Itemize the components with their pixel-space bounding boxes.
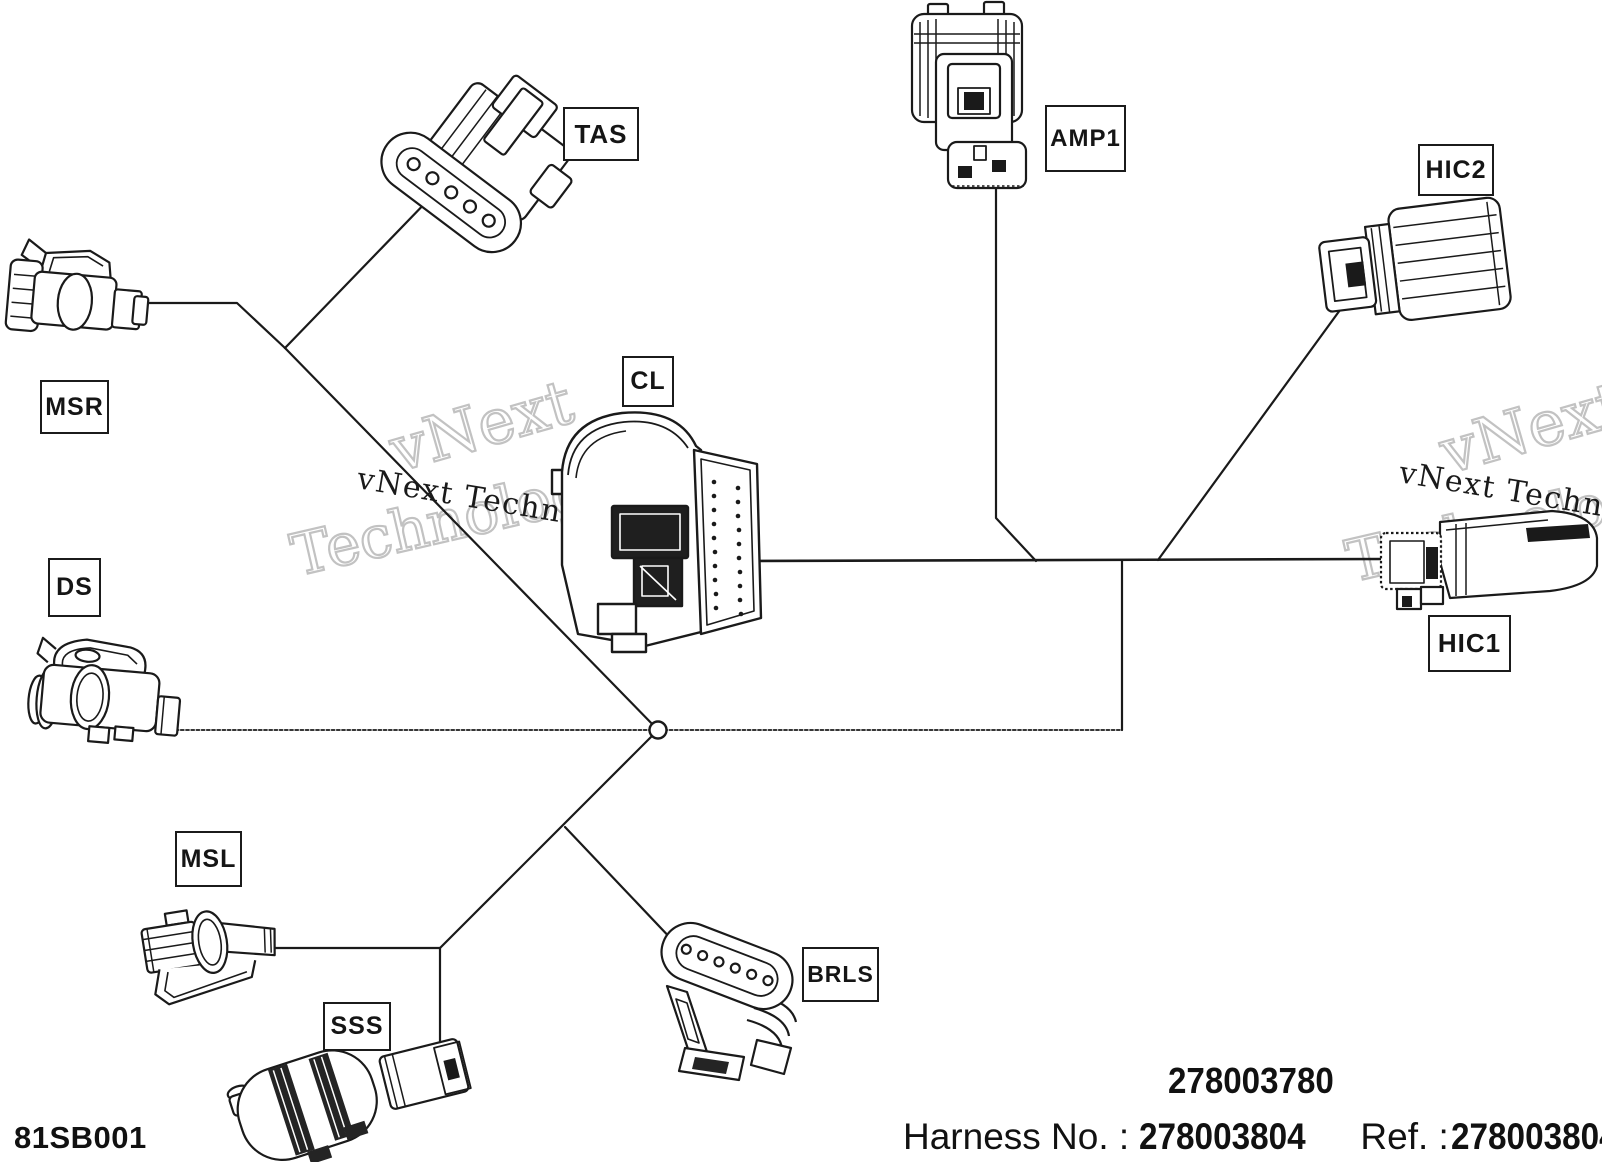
connector-sss [226, 1038, 472, 1162]
harness-no-label: Harness No. : [903, 1116, 1130, 1157]
label-cl: CL [630, 367, 666, 395]
label-hic1: HIC1 [1437, 628, 1502, 658]
connector-ds [27, 636, 182, 744]
ref-value: 278003804 [1450, 1116, 1602, 1157]
wire-lower-diagonal [438, 728, 660, 950]
wire-amp1 [994, 184, 1038, 563]
wire-upper-horizontal [746, 557, 1386, 563]
connector-cl [550, 411, 763, 654]
label-box-brls: BRLS [802, 947, 879, 1002]
label-box-tas: TAS [563, 107, 639, 161]
label-hic2: HIC2 [1425, 155, 1487, 184]
connector-msr [4, 238, 150, 333]
part-number: 278003780 [1168, 1060, 1334, 1101]
label-tas: TAS [574, 118, 628, 149]
connector-hic1 [1379, 509, 1599, 611]
connector-brls [660, 921, 798, 1082]
connector-hic2 [1318, 196, 1512, 321]
connector-tas [380, 74, 573, 254]
label-sss: SSS [330, 1012, 384, 1040]
wire-trunk-diagonal [283, 346, 660, 732]
label-box-cl: CL [622, 356, 674, 407]
harness-reference-line: Harness No. : 278003804 Ref. : 278003804 [903, 1116, 1602, 1158]
label-box-hic2: HIC2 [1418, 144, 1494, 196]
label-msr: MSR [45, 392, 104, 421]
ref-group: Ref. : 278003804 [1360, 1116, 1602, 1158]
wire-msr [131, 301, 287, 350]
label-box-amp1: AMP1 [1045, 105, 1126, 172]
label-brls: BRLS [807, 961, 874, 987]
label-box-sss: SSS [323, 1002, 391, 1051]
wire-junction-node [648, 720, 668, 740]
wire-hic2 [1156, 308, 1342, 562]
wire-brls [563, 825, 678, 946]
label-ds: DS [56, 573, 93, 601]
ref-label: Ref. : [1360, 1116, 1449, 1157]
label-amp1: AMP1 [1050, 124, 1121, 152]
label-box-msl: MSL [175, 831, 242, 887]
label-box-msr: MSR [40, 380, 109, 434]
drawing-code: 81SB001 [14, 1120, 147, 1155]
harness-no-value: 278003804 [1139, 1116, 1306, 1157]
connector-amp1 [910, 0, 1028, 190]
label-box-hic1: HIC1 [1428, 615, 1511, 672]
wire-tas [283, 194, 434, 350]
cl-pin-dots [711, 479, 744, 617]
label-msl: MSL [180, 844, 237, 873]
connector-msl [140, 909, 276, 1006]
label-box-ds: DS [48, 558, 101, 617]
